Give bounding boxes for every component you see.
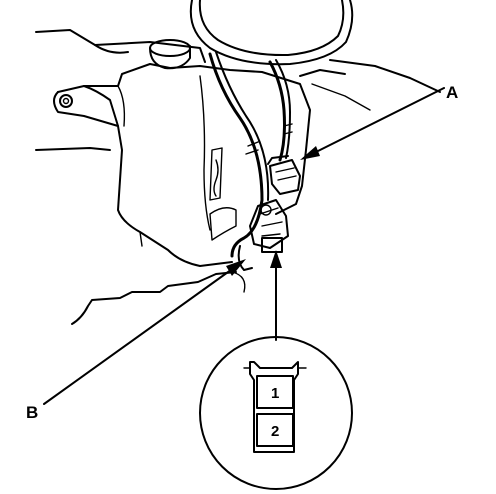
terminal-1-label: 1 xyxy=(271,385,279,402)
callout-b-label: B xyxy=(26,403,38,422)
upper-component xyxy=(149,0,354,70)
connector-a xyxy=(267,155,301,195)
body-panel xyxy=(35,29,441,151)
washer-reservoir-tank xyxy=(53,63,311,267)
arrow-a-head xyxy=(300,146,320,160)
wire-harness xyxy=(208,51,293,258)
callout-b: B xyxy=(26,259,246,422)
arrow-b-head xyxy=(226,259,246,276)
terminal-2-label: 2 xyxy=(271,423,279,440)
detail-pointer xyxy=(270,250,282,341)
terminal-1 xyxy=(256,375,294,409)
terminal-2 xyxy=(256,413,294,447)
detail-arrow-head xyxy=(270,250,282,268)
callout-a-label: A xyxy=(446,83,458,102)
detail-circle xyxy=(199,336,353,490)
callout-a: A xyxy=(300,83,458,160)
connector-b xyxy=(237,199,289,271)
connector-detail-view: 1 2 xyxy=(199,336,353,490)
